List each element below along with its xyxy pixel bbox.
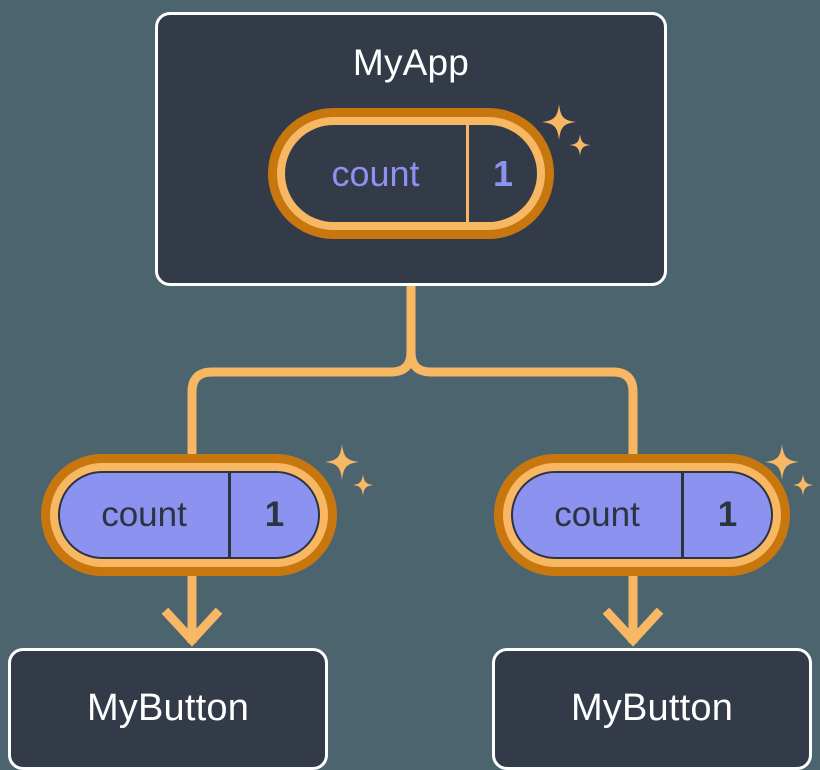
state-pill-myapp[interactable]: count 1 <box>268 108 554 239</box>
component-title-right: MyButton <box>570 687 734 729</box>
state-pill-body: count 1 <box>58 471 320 559</box>
state-value-label: 1 <box>264 495 285 534</box>
arrow-down-icon-right <box>602 572 664 647</box>
arrow-down-icon-left <box>161 572 223 647</box>
state-key-label: count <box>60 473 231 557</box>
state-pill-body: count 1 <box>285 125 537 222</box>
state-value-label: 1 <box>717 495 738 534</box>
component-card-mybutton-left[interactable]: MyButton <box>8 648 328 770</box>
state-key-label: count <box>513 473 684 557</box>
wire-branch-right <box>406 351 638 455</box>
state-pill-right[interactable]: count 1 <box>494 454 790 576</box>
page-title: MyApp <box>352 42 470 83</box>
component-title-left: MyButton <box>86 687 250 729</box>
state-value-label: 1 <box>492 152 514 194</box>
wire-branch-left <box>187 351 416 455</box>
state-key-label: count <box>285 125 469 222</box>
state-pill-body: count 1 <box>511 471 773 559</box>
state-pill-inner-ring: count 1 <box>50 463 328 567</box>
state-pill-inner-ring: count 1 <box>277 117 545 230</box>
state-pill-left[interactable]: count 1 <box>41 454 337 576</box>
component-card-mybutton-right[interactable]: MyButton <box>492 648 812 770</box>
state-pill-inner-ring: count 1 <box>503 463 781 567</box>
